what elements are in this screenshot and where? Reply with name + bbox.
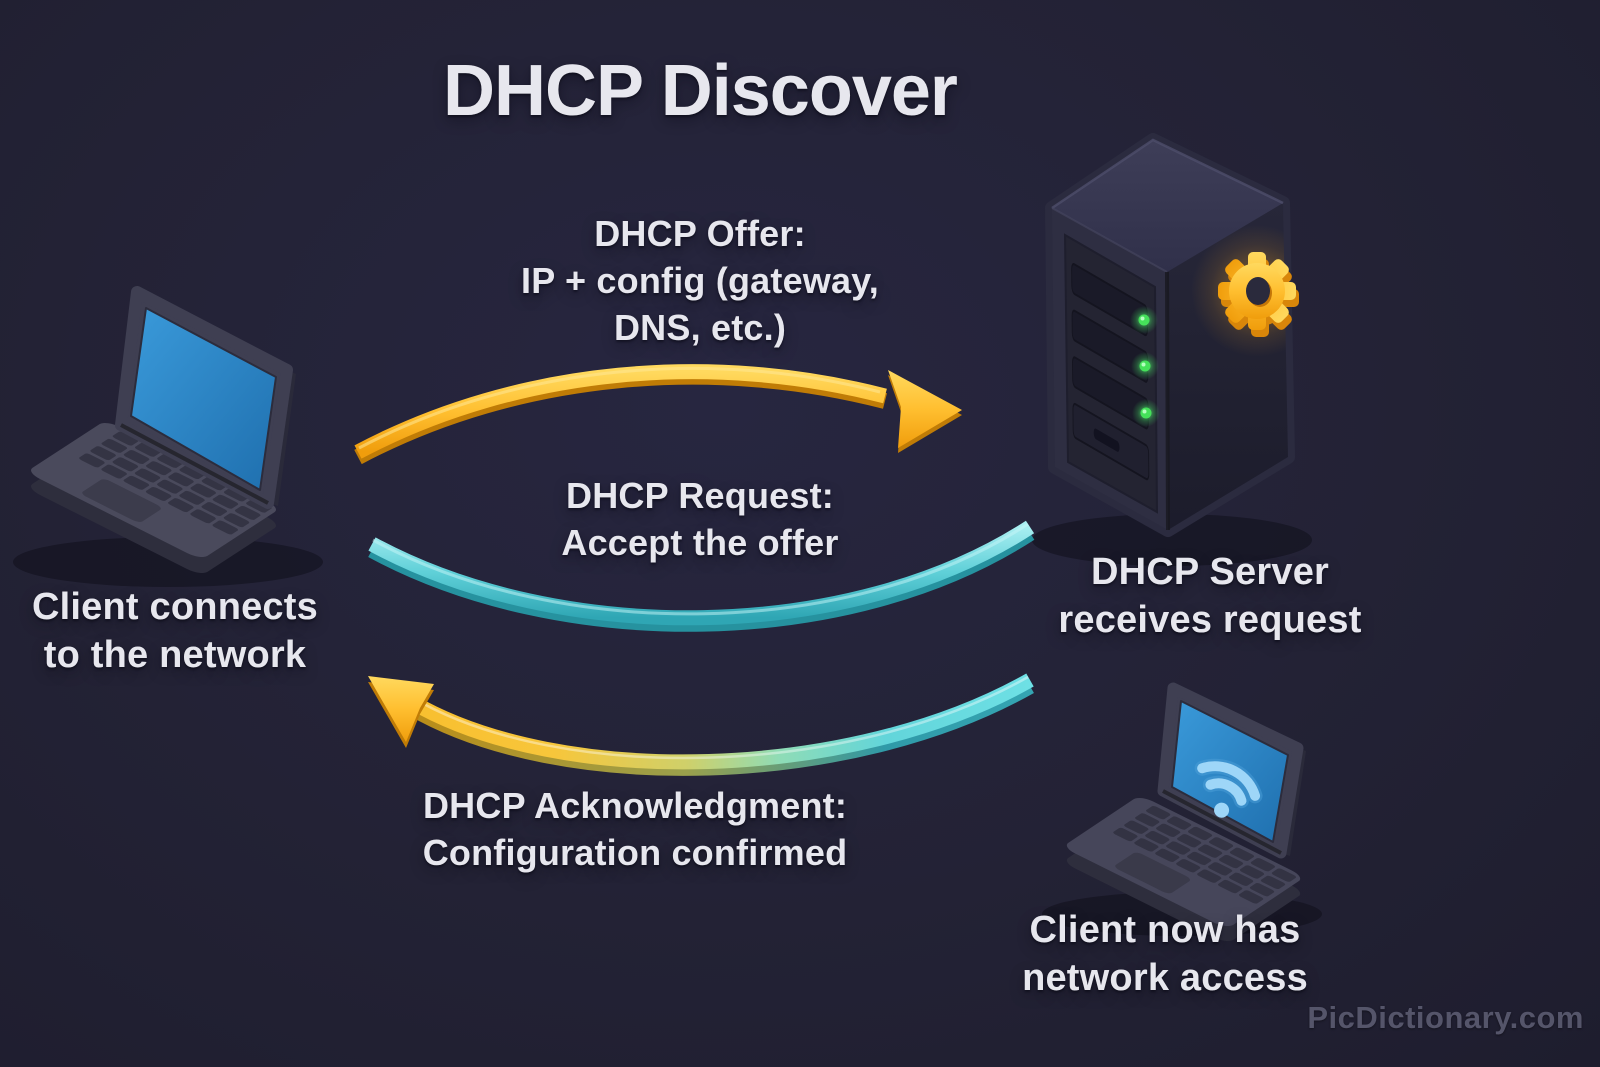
- client-end-caption: Client now has network access: [980, 906, 1350, 1002]
- server-line-1: DHCP Server: [1090, 551, 1330, 593]
- led-icon: [1139, 360, 1151, 372]
- request-line-2: Accept the offer: [561, 522, 839, 563]
- request-arrow: [368, 520, 1035, 632]
- offer-arrow: [354, 364, 962, 465]
- page-title: DHCP Discover: [443, 51, 958, 131]
- request-line-1: DHCP Request:: [566, 475, 834, 516]
- client-laptop-illustration: [31, 286, 296, 573]
- server-caption: DHCP Server receives request: [1020, 548, 1400, 644]
- watermark: PicDictionary.com: [1307, 1000, 1584, 1035]
- offer-line-3: DNS, etc.): [613, 307, 787, 348]
- laptop-keyboard: [79, 431, 272, 535]
- wifi-laptop-illustration: [1066, 682, 1306, 942]
- offer-line-2: IP + config (gateway,: [521, 260, 879, 301]
- client-start-line-1: Client connects: [32, 586, 318, 628]
- offer-message-label: DHCP Offer: IP + config (gateway, DNS, e…: [450, 210, 950, 351]
- laptop-base: [1066, 797, 1301, 927]
- client-end-line-2: network access: [1022, 957, 1308, 999]
- client-start-caption: Client connects to the network: [0, 583, 350, 679]
- gear-icon: [1218, 252, 1299, 337]
- request-message-label: DHCP Request: Accept the offer: [450, 472, 950, 566]
- client-laptop-shadow: [13, 537, 323, 587]
- ack-message-label: DHCP Acknowledgment: Configuration confi…: [370, 782, 900, 876]
- laptop-keyboard: [1113, 806, 1297, 904]
- led-icon: [1138, 314, 1150, 326]
- server-drive-bays: [1071, 262, 1150, 481]
- laptop-trackpad: [1115, 852, 1190, 894]
- server-status-leds: [1130, 306, 1160, 427]
- ack-arrow: [368, 673, 1034, 776]
- laptop-base: [31, 423, 276, 557]
- ack-line-1: DHCP Acknowledgment:: [422, 785, 848, 826]
- offer-line-1: DHCP Offer:: [594, 213, 806, 254]
- dhcp-server-illustration: [1045, 133, 1299, 537]
- server-handle: [1093, 428, 1120, 452]
- laptop-trackpad: [82, 479, 161, 522]
- client-end-line-1: Client now has: [1029, 909, 1301, 951]
- client-start-line-2: to the network: [43, 634, 307, 676]
- laptop-screen: [130, 307, 277, 491]
- server-line-2: receives request: [1058, 599, 1362, 641]
- wifi-icon: [1194, 758, 1263, 818]
- ack-line-2: Configuration confirmed: [422, 832, 848, 873]
- led-icon: [1140, 407, 1152, 419]
- server-shadow: [1032, 514, 1312, 566]
